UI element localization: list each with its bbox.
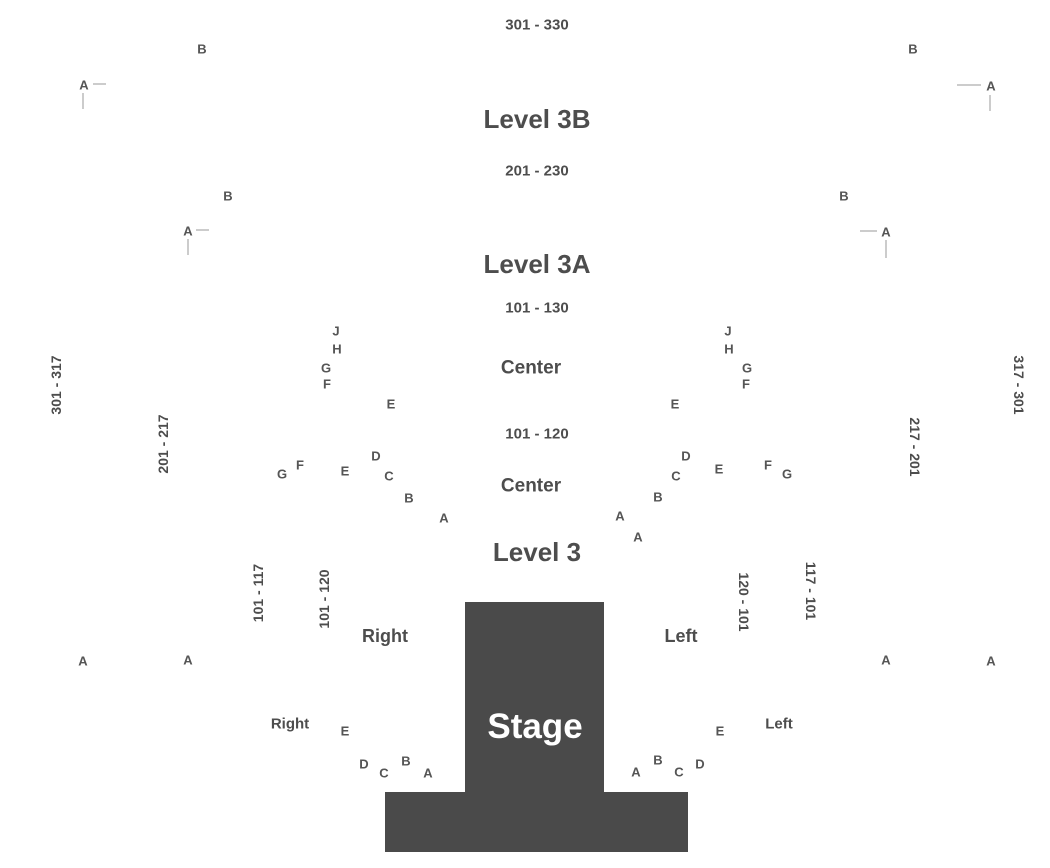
orch-range-right-inner: 101 - 120 xyxy=(316,569,332,629)
row-label: J xyxy=(724,323,732,339)
row-label: C xyxy=(384,468,394,484)
row-label: C xyxy=(379,765,389,781)
row-label: A xyxy=(615,508,625,524)
row-label: E xyxy=(340,723,350,739)
row-label: B xyxy=(404,490,414,506)
row-label: A xyxy=(986,78,996,94)
center-upper-seat-range: 101 - 130 xyxy=(505,299,569,317)
row-label: A xyxy=(881,224,891,240)
row-label: B xyxy=(223,188,233,204)
row-label: A xyxy=(986,653,996,669)
row-marker-lines xyxy=(82,83,991,258)
row-label: B xyxy=(401,753,411,769)
stage-label: Stage xyxy=(487,707,583,746)
row-label: D xyxy=(695,756,705,772)
row-label: A xyxy=(881,652,891,668)
section-right-label[interactable]: Right xyxy=(362,626,408,646)
row-label: C xyxy=(674,764,684,780)
row-label: A xyxy=(633,529,643,545)
section-right-pit-label[interactable]: Right xyxy=(270,715,310,733)
row-label: B xyxy=(653,752,663,768)
row-label: H xyxy=(332,341,342,357)
row-label: E xyxy=(340,463,350,479)
row-label: E xyxy=(670,396,680,412)
row-label: B xyxy=(839,188,849,204)
center-lower-label[interactable]: Center xyxy=(500,475,562,497)
row-label: F xyxy=(296,457,304,473)
row-label: B xyxy=(908,41,918,57)
orch-range-left-inner: 120 - 101 xyxy=(736,572,752,632)
row-label: C xyxy=(671,468,681,484)
stage-apron xyxy=(385,792,688,852)
row-label: E xyxy=(714,461,724,477)
row-label: A xyxy=(631,764,641,780)
row-label: G xyxy=(320,360,332,376)
row-label: E xyxy=(386,396,396,412)
orch-range-left-outer: 117 - 101 xyxy=(803,561,819,621)
row-label: B xyxy=(197,41,207,57)
center-lower-seat-range: 101 - 120 xyxy=(505,425,569,443)
row-label: A xyxy=(78,653,88,669)
orch-range-right-outer: 101 - 117 xyxy=(250,563,266,623)
row-label: D xyxy=(371,448,381,464)
row-label: D xyxy=(359,756,369,772)
row-label: E xyxy=(715,723,725,739)
center-upper-label[interactable]: Center xyxy=(500,357,562,379)
row-label: F xyxy=(764,457,772,473)
row-label: A xyxy=(79,77,89,93)
stage-shape[interactable] xyxy=(385,602,688,852)
row-label: G xyxy=(276,466,288,482)
row-label: G xyxy=(741,360,753,376)
row-label: A xyxy=(183,652,193,668)
row-label: G xyxy=(781,466,793,482)
row-label: B xyxy=(653,489,663,505)
side-range-right: 217 - 201 xyxy=(907,417,923,477)
level-3-title: Level 3 xyxy=(492,537,582,567)
row-label: A xyxy=(183,223,193,239)
side-range-far-left: 301 - 317 xyxy=(48,355,64,415)
level-3b-title: Level 3B xyxy=(483,104,591,134)
row-label: D xyxy=(681,448,691,464)
row-label: F xyxy=(742,376,750,392)
side-range-far-right: 317 - 301 xyxy=(1011,355,1027,415)
level-3b-seat-range: 301 - 330 xyxy=(505,16,569,34)
row-label: F xyxy=(323,376,331,392)
section-left-label[interactable]: Left xyxy=(664,626,698,646)
section-left-pit-label[interactable]: Left xyxy=(765,715,793,733)
level-3a-title: Level 3A xyxy=(483,249,591,279)
row-label: H xyxy=(724,341,734,357)
level-3a-seat-range: 201 - 230 xyxy=(505,162,569,180)
row-label: J xyxy=(332,323,340,339)
side-range-left: 201 - 217 xyxy=(155,414,171,474)
row-label: A xyxy=(423,765,433,781)
row-label: A xyxy=(439,510,449,526)
